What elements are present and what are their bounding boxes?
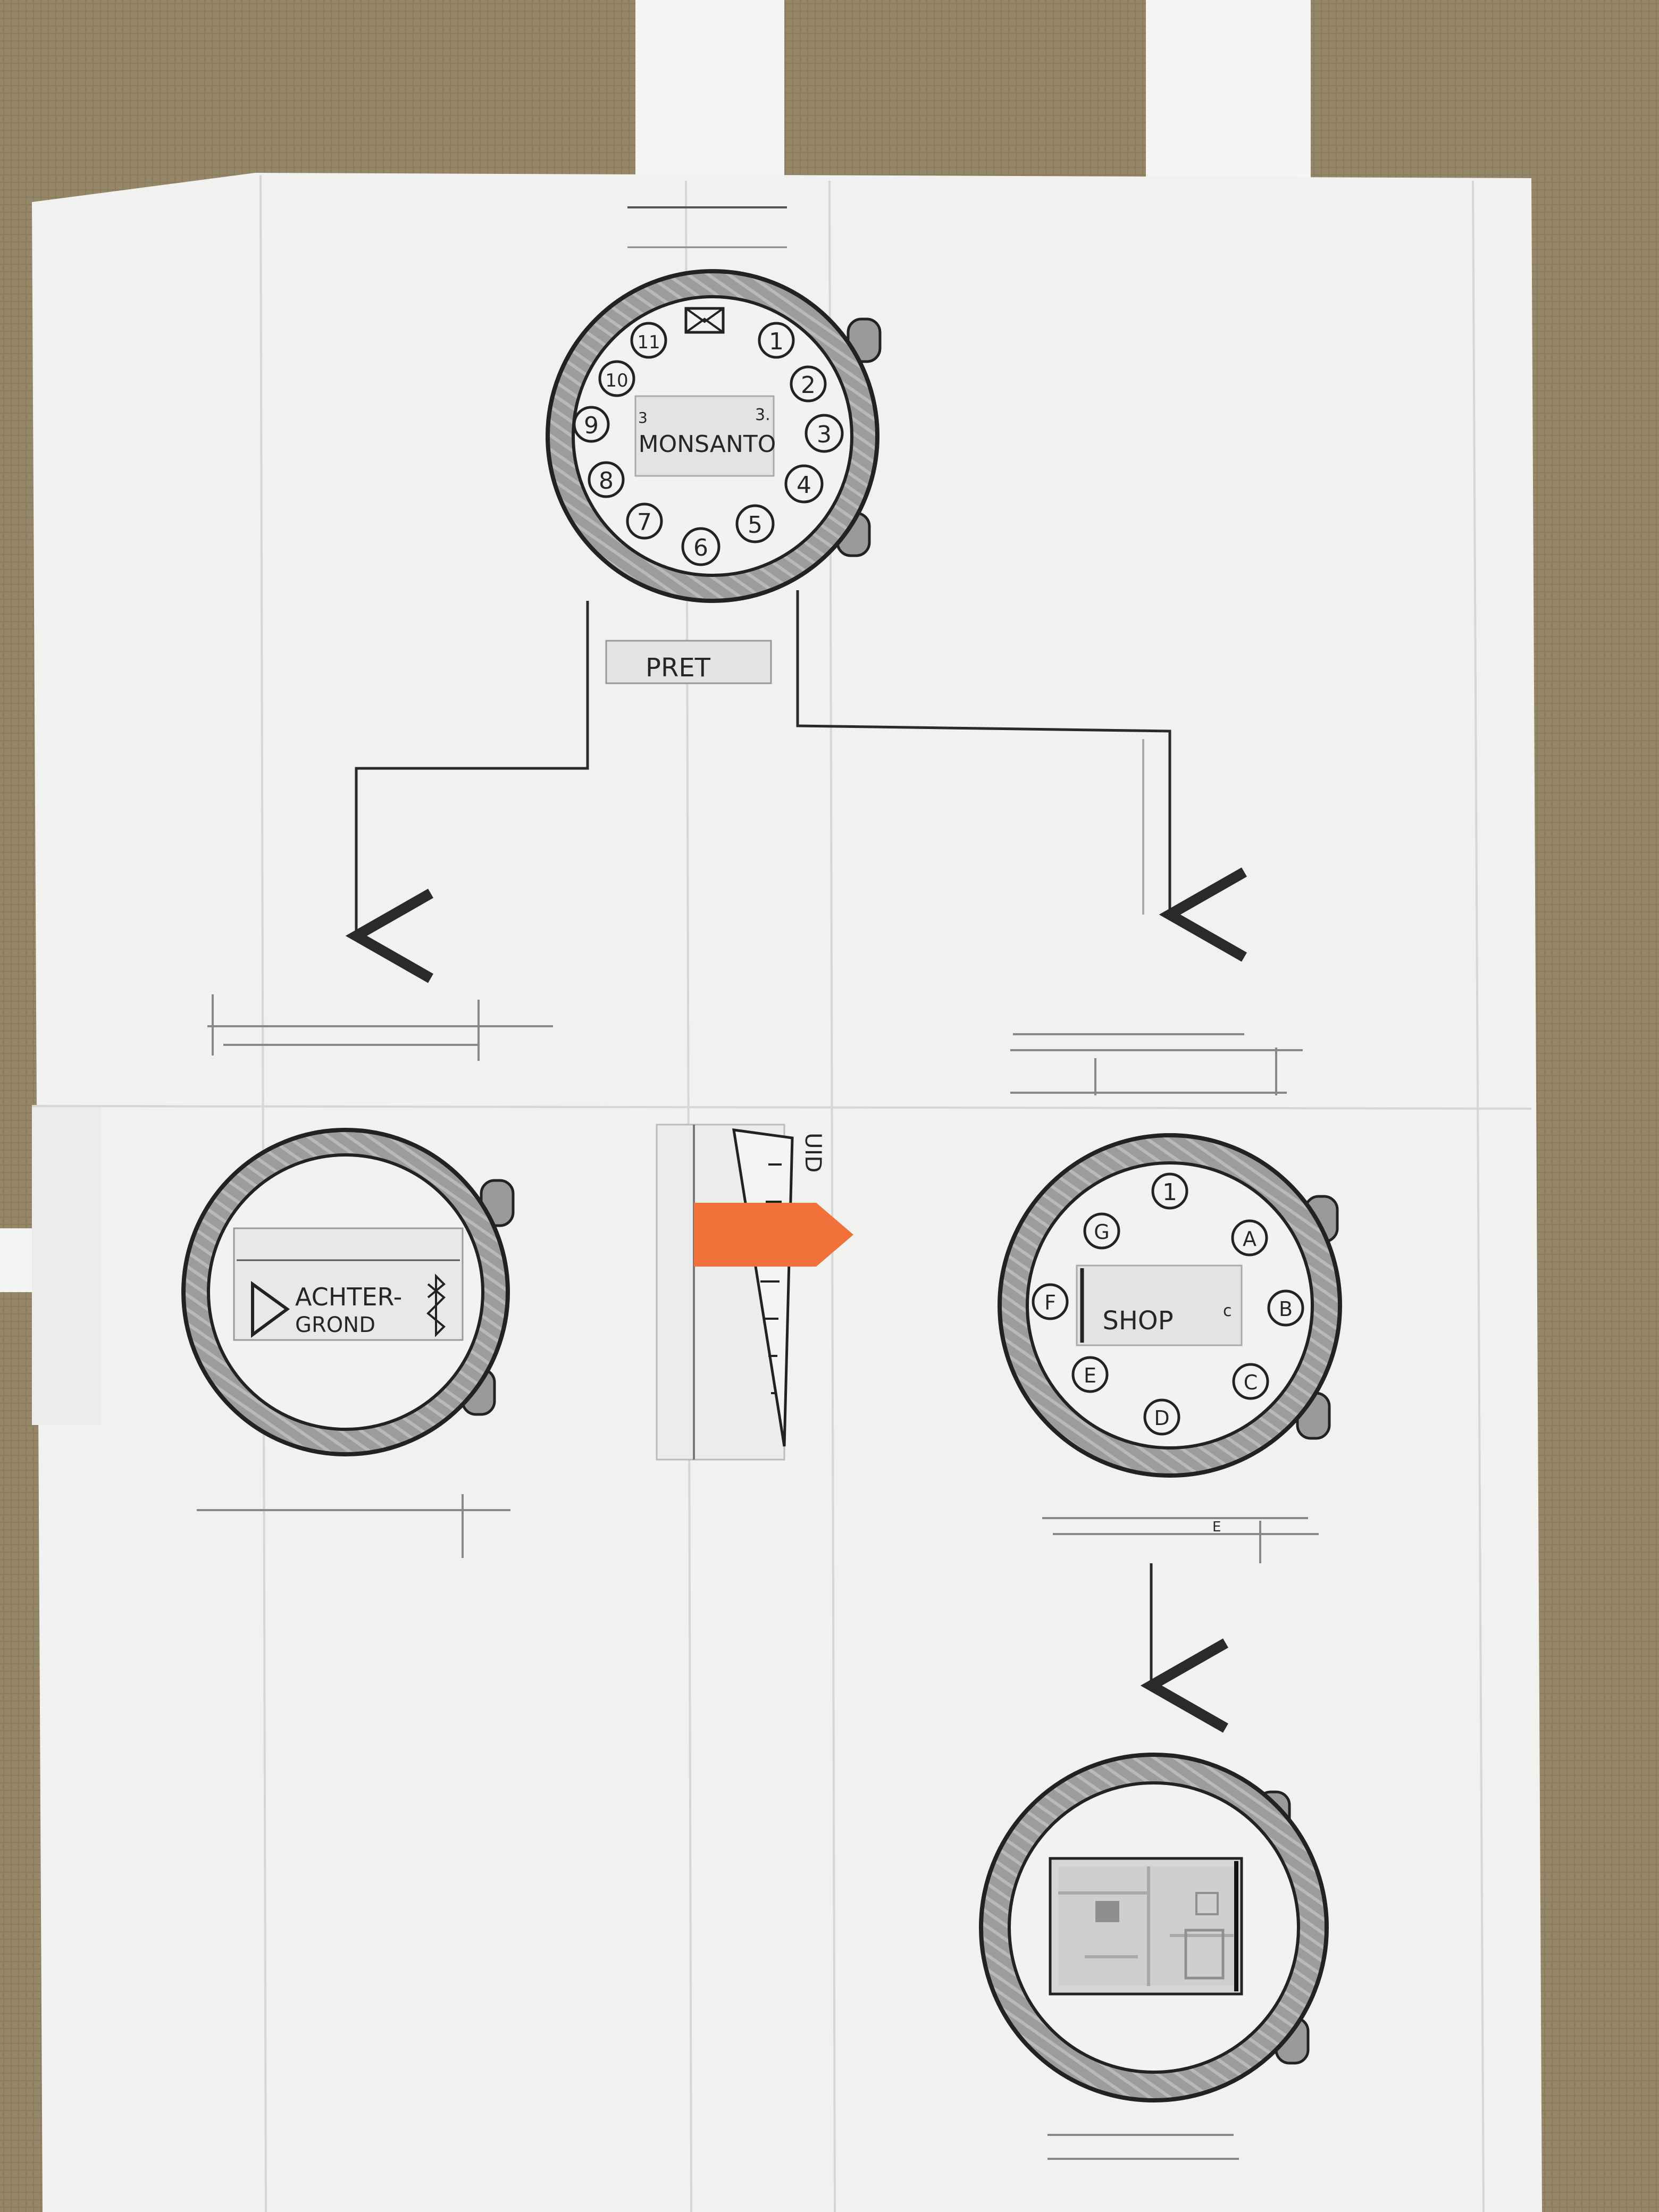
watch-main-strap-label[interactable]: PRET [646,653,711,683]
shop-item-1-label: 1 [1162,1179,1177,1206]
number-2-label: 2 [801,372,816,399]
number-3-label: 3 [817,421,832,448]
shop-item-d-label: D [1154,1406,1169,1430]
watch-shop-screen-corner: c [1223,1302,1232,1320]
shop-item-e-label: E [1084,1364,1096,1387]
number-8-label: 8 [599,467,614,495]
shop-item-g-label: G [1094,1220,1109,1244]
number-9-label: 9 [584,412,599,439]
watch-settings-text-line2: GROND [295,1313,375,1337]
number-10-label: 10 [605,370,628,391]
number-6-label: 6 [693,534,708,562]
number-4-label: 4 [797,472,811,499]
paper-tab-left [0,1228,32,1292]
paper-overlay-left [32,1106,101,1425]
number-11-label: 11 [637,332,660,353]
number-7-label: 7 [637,509,652,536]
shop-item-a-label: A [1243,1227,1256,1251]
watch-settings-text-line1: ACHTER- [295,1283,402,1311]
watch-shop-small-mark: E [1212,1519,1221,1535]
shop-item-c-label: C [1244,1371,1258,1394]
watch-shop-screen-text: SHOP [1102,1306,1173,1336]
paper-strip-top-left [635,0,784,181]
watch-main-screen-text: MONSANTO [639,431,776,458]
watch-main-corner-right: 3. [755,406,770,424]
map-thumbnail[interactable] [1050,1858,1242,1994]
number-1-label: 1 [769,328,784,355]
number-5-label: 5 [748,512,763,539]
shop-item-b-label: B [1279,1297,1293,1321]
volume-slider-label: UID [800,1133,826,1172]
shop-item-f-label: F [1044,1291,1056,1314]
watch-main-corner-left: 3 [638,409,648,426]
paper-strip-top-right [1146,0,1311,181]
